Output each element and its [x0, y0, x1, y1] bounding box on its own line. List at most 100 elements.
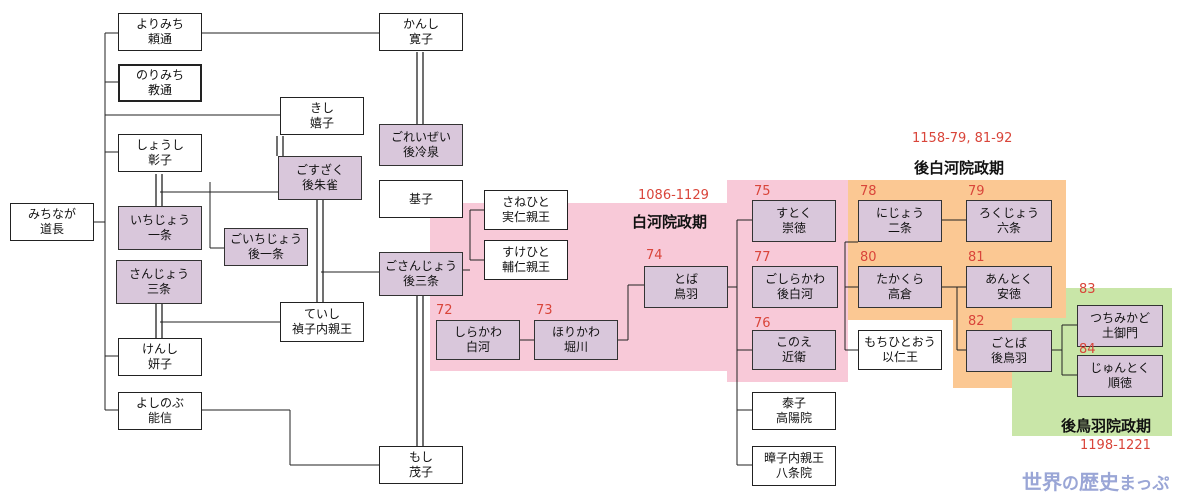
person-kana: かんし	[402, 17, 439, 31]
period-years-shirakawa: 1086-1129	[638, 188, 709, 203]
person-box-gosuzaku: ごすざく後朱雀	[278, 156, 362, 200]
person-name: 後白河	[776, 287, 813, 301]
person-kana: よりみち	[136, 17, 184, 31]
person-name: 基子	[408, 191, 433, 206]
person-kana: しょうし	[135, 138, 184, 152]
person-kana: とば	[673, 272, 698, 286]
person-box-horikawa: ほりかわ堀川	[534, 320, 618, 360]
person-name: 茂子	[408, 465, 433, 479]
person-kana: ごさんじょう	[384, 259, 457, 273]
person-kana: さねひと	[502, 195, 550, 209]
reign-number: 79	[968, 184, 985, 199]
person-box-nijo: にじょう二条	[858, 200, 942, 242]
person-name: 近衛	[781, 350, 806, 364]
reign-number: 75	[754, 184, 771, 199]
person-name: 以仁王	[881, 350, 918, 364]
person-kana: たかくら	[875, 272, 924, 286]
reign-number: 81	[968, 250, 985, 265]
person-box-sutoku: すとく崇徳	[752, 200, 836, 242]
person-kana: けんし	[141, 342, 178, 356]
person-kana: いちじょう	[129, 213, 190, 227]
person-box-shirakawa: しらかわ白河	[436, 320, 520, 360]
reign-number: 72	[436, 303, 453, 318]
person-box-rokujo: ろくじょう六条	[966, 200, 1052, 242]
person-name: 後鳥羽	[990, 351, 1027, 365]
person-kana: すとく	[776, 206, 812, 220]
person-kana: このえ	[775, 335, 812, 349]
person-box-kishi: きし嬉子	[280, 97, 364, 135]
person-box-michinaga: みちなが道長	[10, 203, 94, 241]
reign-number: 78	[860, 184, 877, 199]
person-kana: ごしらかわ	[764, 272, 825, 286]
person-box-kenshi: けんし妍子	[118, 338, 202, 376]
person-box-motoko: 基子	[379, 180, 463, 218]
person-name: 輔仁親王	[501, 260, 550, 274]
person-name: 実仁親王	[501, 210, 550, 224]
person-name: 二条	[887, 221, 912, 235]
person-name: 寛子	[408, 32, 433, 46]
reign-number: 84	[1079, 342, 1096, 357]
person-name: 妍子	[147, 357, 172, 371]
person-box-taishi: 泰子 高陽院	[752, 392, 836, 430]
person-kana: ごれいぜい	[390, 130, 451, 144]
person-kana: ろくじょう	[978, 206, 1039, 220]
person-name: 教通	[147, 83, 172, 97]
person-name: 彰子	[147, 153, 172, 167]
person-name: 泰子 高陽院	[775, 396, 812, 425]
person-name: 暲子内親王 八条院	[763, 451, 824, 480]
person-kana: のりみち	[135, 68, 184, 82]
person-box-antoku: あんとく安徳	[966, 266, 1052, 308]
person-name: 嬉子	[309, 116, 334, 130]
person-kana: ごすざく	[295, 163, 345, 177]
person-name: 後朱雀	[301, 178, 338, 192]
person-kana: ていし	[303, 307, 340, 321]
person-box-juntoku: じゅんとく順徳	[1077, 355, 1163, 397]
person-name: 能信	[147, 411, 172, 425]
person-kana: ごいちじょう	[229, 232, 302, 246]
person-kana: もちひとおう	[864, 335, 936, 349]
period-title-goshirakawa: 後白河院政期	[914, 159, 1005, 177]
person-box-konoe: このえ近衛	[752, 330, 836, 370]
site-logo: 世界の歴史まっぷ	[1022, 470, 1170, 494]
person-box-goshirakawa: ごしらかわ後白河	[752, 266, 838, 308]
person-name: 土御門	[1101, 326, 1138, 340]
period-title-shirakawa: 白河院政期	[632, 213, 708, 231]
person-box-mochihito: もちひとおう以仁王	[858, 330, 942, 370]
person-box-yorimichi: よりみち頼通	[118, 13, 202, 51]
reign-number: 76	[754, 316, 771, 331]
person-name: 一条	[147, 228, 172, 242]
person-name: 白河	[465, 340, 490, 354]
person-kana: しらかわ	[453, 325, 502, 339]
person-name: 順徳	[1107, 376, 1132, 390]
person-kana: すけひと	[502, 245, 550, 259]
person-kana: ごとば	[990, 336, 1027, 350]
person-name: 鳥羽	[673, 287, 698, 301]
person-box-shoshi: しょうし彰子	[118, 134, 202, 172]
period-years-gotoba: 1198-1221	[1080, 438, 1151, 453]
person-box-gotoba: ごとば後鳥羽	[966, 330, 1052, 372]
person-name: 禎子内親王	[291, 322, 352, 336]
person-kana: きし	[309, 101, 334, 115]
person-name: 崇徳	[781, 221, 806, 235]
person-box-goreizei: ごれいぜい後冷泉	[379, 124, 463, 166]
person-name: 頼通	[147, 32, 172, 46]
person-box-norimichi: のりみち教通	[118, 64, 202, 102]
person-box-sanjo: さんじょう三条	[116, 260, 202, 304]
person-kana: にじょう	[875, 206, 924, 220]
person-box-sanehito: さねひと実仁親王	[484, 190, 568, 230]
person-kana: ほりかわ	[551, 325, 600, 339]
reign-number: 74	[646, 248, 663, 263]
reign-number: 77	[754, 250, 771, 265]
person-name: 道長	[39, 222, 64, 236]
reign-number: 82	[968, 314, 985, 329]
person-kana: もし	[408, 450, 433, 464]
person-kana: つちみかど	[1089, 311, 1150, 325]
person-box-tsuchimikado: つちみかど土御門	[1077, 305, 1163, 347]
person-name: 後一条	[247, 247, 284, 261]
person-box-teishi: ていし禎子内親王	[280, 302, 364, 342]
person-name: 後冷泉	[402, 145, 439, 159]
person-name: 三条	[146, 282, 171, 296]
person-box-takakura: たかくら高倉	[858, 266, 942, 308]
reign-number: 73	[536, 303, 553, 318]
